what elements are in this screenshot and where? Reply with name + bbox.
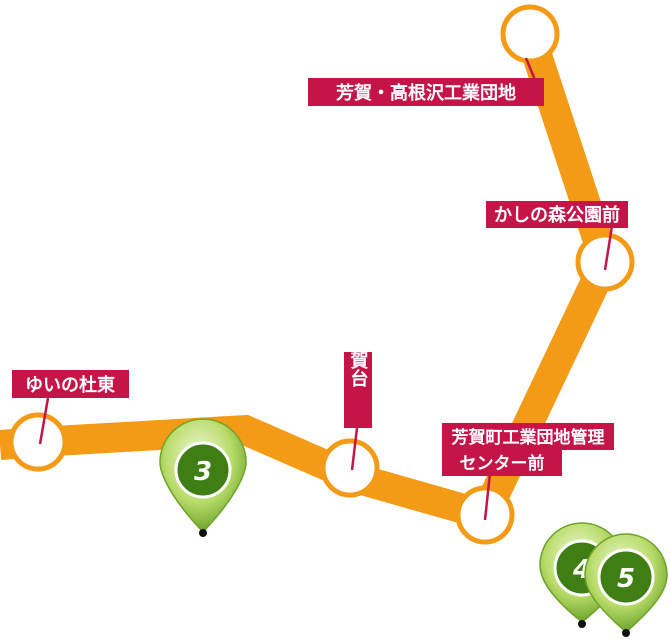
label-text-haga-takanezawa: 芳賀・高根沢工業団地 bbox=[336, 82, 516, 104]
pin-3-number: 3 bbox=[194, 457, 212, 487]
leader-hagamachi-center bbox=[483, 472, 492, 521]
stop-circle-haga-takanezawa[interactable] bbox=[500, 4, 560, 64]
leader-lines bbox=[38, 57, 614, 521]
label-text-hagamachi-center-2: センター前 bbox=[460, 453, 545, 474]
label-kashinomori[interactable]: かしの森公園前 bbox=[486, 201, 628, 228]
label-text-hagamachi-center-1: 芳賀町工業団地管理 bbox=[452, 427, 605, 448]
leader-haga-takanezawa bbox=[524, 57, 537, 81]
stop-circle-yuinomori[interactable] bbox=[8, 412, 68, 472]
pin-3[interactable]: 3 bbox=[159, 418, 247, 537]
label-haga-takanezawa[interactable]: 芳賀・高根沢工業団地 bbox=[308, 78, 544, 106]
leader-kashinomori bbox=[603, 225, 614, 271]
stop-circle-hagadai[interactable] bbox=[320, 438, 380, 498]
pin-5[interactable]: 5 bbox=[584, 533, 668, 637]
stop-circles bbox=[8, 4, 635, 545]
label-hagadai[interactable]: 芳賀台 bbox=[344, 332, 372, 428]
label-text-yuinomori: ゆいの杜東 bbox=[25, 374, 115, 396]
label-yuinomori[interactable]: ゆいの杜東 bbox=[12, 370, 129, 398]
label-text-hagadai: 芳賀台 bbox=[348, 332, 370, 388]
pin-5-number: 5 bbox=[617, 564, 635, 594]
stop-circle-kashinomori[interactable] bbox=[575, 232, 635, 292]
leader-yuinomori bbox=[38, 397, 50, 445]
label-hagamachi-center[interactable]: 芳賀町工業団地管理 センター前 bbox=[442, 423, 614, 476]
label-text-kashinomori: かしの森公園前 bbox=[494, 204, 620, 226]
leader-hagadai bbox=[350, 427, 359, 471]
